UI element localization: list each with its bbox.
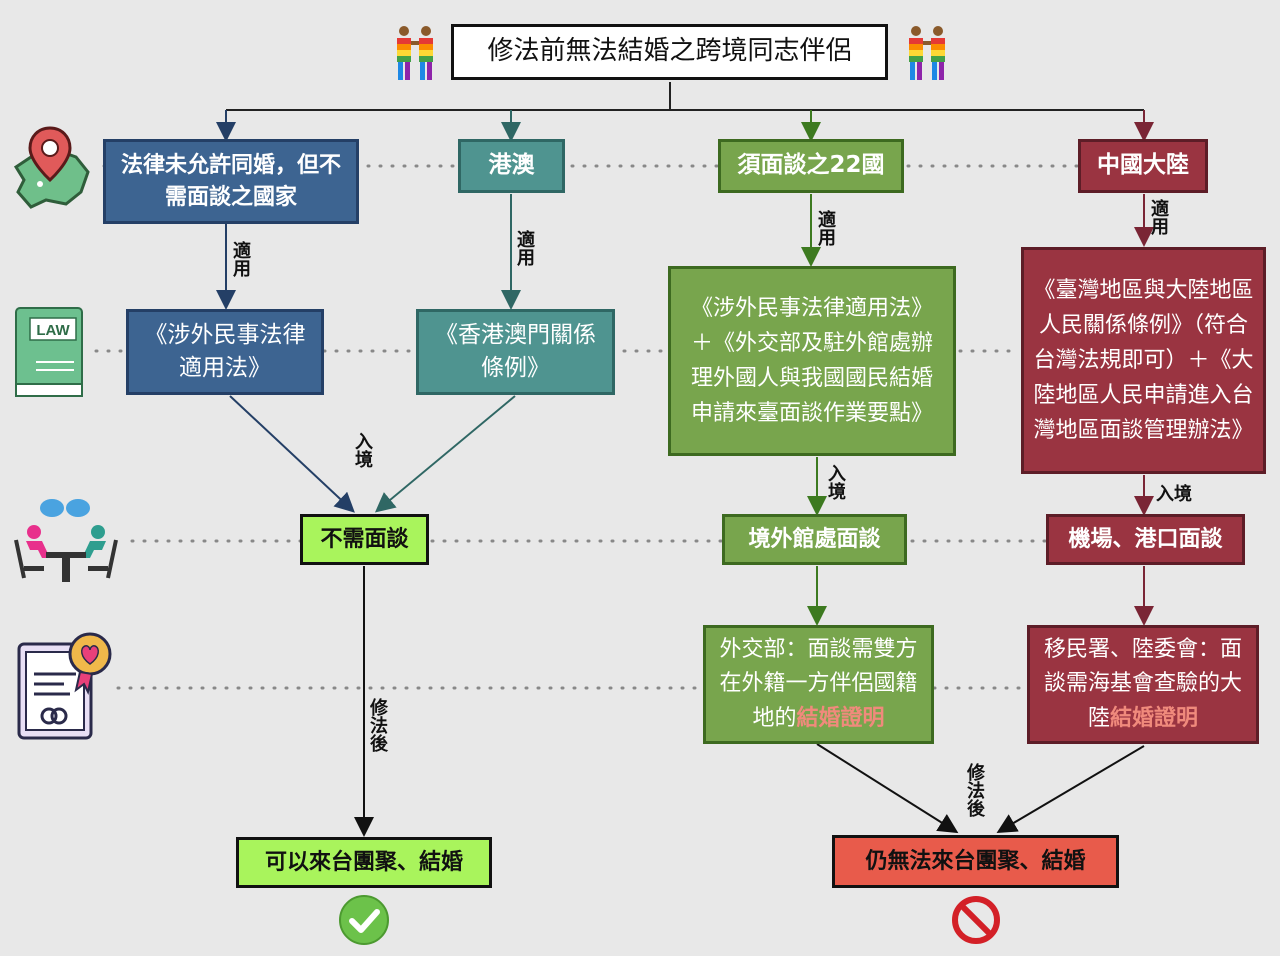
marriage-certificate-icon	[17, 632, 112, 740]
law-book-icon: LAW	[15, 307, 83, 397]
category-no-interview-countries: 法律未允許同婚，但不需面談之國家	[103, 139, 359, 224]
label-after-amendment: 修法後	[370, 698, 388, 755]
interview-none: 不需面談	[300, 514, 429, 565]
requirement-mofa: 外交部：面談需雙方在外籍一方伴侶國籍地的結婚證明	[703, 625, 934, 744]
category-hong-kong-macau: 港澳	[458, 139, 565, 193]
label-applies: 適用	[517, 230, 535, 269]
label-after-amendment: 修法後	[967, 763, 985, 820]
label-entry: 入境	[1156, 484, 1192, 505]
law-22-countries-rules: 《涉外民事法律適用法》＋《外交部及駐外館處辦理外國人與我國國民結婚申請來臺面談作…	[668, 266, 956, 456]
rainbow-couple-icon	[909, 26, 945, 80]
label-applies: 適用	[233, 241, 251, 280]
law-foreign-civil-act: 《涉外民事法律適用法》	[126, 309, 324, 395]
meeting-icon	[14, 499, 118, 582]
law-hk-macau-act: 《香港澳門關係條例》	[416, 309, 615, 395]
law-mainland-regulations: 《臺灣地區與大陸地區人民關係條例》（符合台灣法規即可）＋《大陸地區人民申請進入台…	[1021, 247, 1266, 474]
map-pin-icon	[13, 126, 90, 209]
highlight-marriage-certificate: 結婚證明	[796, 705, 885, 731]
label-applies: 適用	[1151, 199, 1169, 238]
label-entry: 入境	[828, 464, 846, 503]
no-entry-icon	[952, 896, 1000, 944]
category-mainland-china: 中國大陸	[1078, 139, 1208, 193]
label-applies: 適用	[818, 210, 836, 249]
rainbow-couple-icon	[397, 26, 433, 80]
check-icon	[339, 895, 389, 945]
requirement-immigration: 移民署、陸委會：面談需海基會查驗的大陸結婚證明	[1027, 625, 1259, 744]
category-22-countries: 須面談之22國	[718, 139, 904, 193]
outcome-still-cannot: 仍無法來台團聚、結婚	[832, 835, 1119, 888]
svg-text:LAW: LAW	[36, 322, 70, 339]
page-title: 修法前無法結婚之跨境同志伴侶	[451, 24, 888, 80]
highlight-marriage-certificate: 結婚證明	[1110, 705, 1199, 731]
label-entry: 入境	[355, 432, 373, 471]
outcome-can-marry: 可以來台團聚、結婚	[236, 837, 492, 888]
interview-airport-port: 機場、港口面談	[1046, 514, 1245, 565]
interview-overseas-mission: 境外館處面談	[722, 514, 907, 565]
